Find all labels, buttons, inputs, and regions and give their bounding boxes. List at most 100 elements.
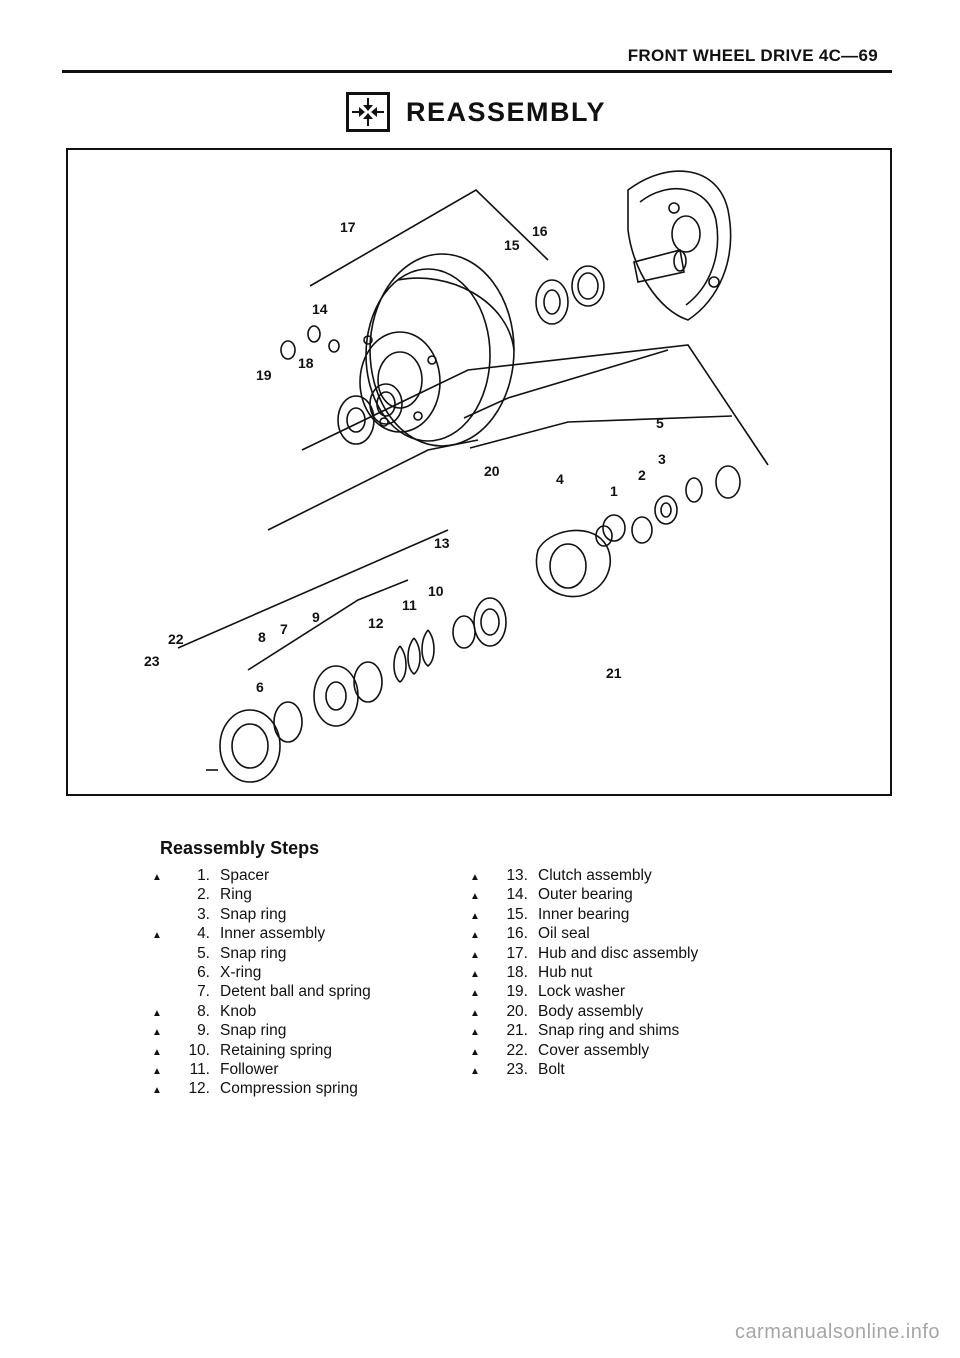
step-item: ▲ 9. Snap ring [152, 1021, 371, 1040]
step-number: 9. [197, 1022, 210, 1040]
step-marker-icon: ▲ [470, 872, 480, 883]
step-item: ▲ 20. Body assembly [470, 1002, 698, 1021]
step-item: 7.Detent ball and spring [152, 982, 371, 1001]
step-number: 2. [197, 886, 210, 904]
step-number: 11. [189, 1060, 210, 1078]
step-item: ▲11.Follower [152, 1060, 371, 1079]
callout-14: 14 [312, 301, 328, 317]
step-marker-icon: ▲ [470, 910, 480, 922]
steps-list-right: ▲ 13. Clutch assembly ▲ 14. Outer bearing▲15.… [470, 866, 698, 1079]
callout-7: 7 [280, 621, 288, 637]
step-item: 5.Snap ring [152, 944, 371, 963]
step-label: Bolt [538, 1060, 565, 1078]
step-label: Snap ring and shims [538, 1022, 680, 1040]
watermark: carmanualsonline.info [734, 1321, 940, 1343]
step-label: Spacer [220, 867, 270, 884]
exploded-view-figure: 1 2 3 4 5 6 7 8 9 10 11 12 13 14 15 16 1… [66, 148, 892, 796]
step-marker-icon: ▲ [152, 930, 162, 942]
step-label: Compression spring [220, 1080, 358, 1098]
callout-2: 2 [638, 467, 646, 483]
step-label: Snap ring [220, 905, 287, 923]
step-item: ▲ 1. Spacer [152, 866, 371, 885]
step-label: Clutch assembly [538, 867, 652, 884]
step-label: Inner assembly [220, 925, 326, 943]
callout-15: 15 [504, 237, 520, 253]
step-number: 18. [506, 963, 528, 981]
callout-23: 23 [144, 653, 160, 669]
step-item: ▲ 12. Compression spring [152, 1079, 371, 1098]
callout-1: 1 [610, 483, 618, 499]
step-marker-icon: ▲ [470, 1007, 480, 1019]
step-item: 6.X-ring [152, 963, 371, 982]
step-label: Outer bearing [538, 886, 633, 904]
callout-5: 5 [656, 415, 664, 431]
step-number: 21. [506, 1022, 528, 1040]
step-label: Snap ring [220, 1022, 287, 1040]
step-item: ▲ 18. Hub nut [470, 963, 698, 982]
step-marker-icon: ▲ [470, 988, 480, 1000]
step-number: 14. [506, 886, 528, 904]
callout-22: 22 [168, 631, 184, 647]
step-marker-icon: ▲ [152, 1085, 162, 1097]
step-item: ▲23.Bolt [470, 1060, 698, 1079]
callout-16: 16 [532, 223, 548, 239]
callout-13: 13 [434, 535, 450, 551]
step-marker-icon: ▲ [470, 1027, 480, 1039]
step-number: 10. [188, 1041, 210, 1059]
step-marker-icon: ▲ [470, 930, 480, 942]
step-label: Detent ball and spring [220, 983, 371, 1001]
step-label: Oil seal [538, 925, 590, 943]
step-item: ▲ 13. Clutch assembly [470, 866, 698, 885]
step-marker-icon: ▲ [152, 872, 162, 883]
callout-11: 11 [402, 597, 417, 613]
step-marker-icon: ▲ [152, 1065, 162, 1077]
callout-17: 17 [340, 219, 356, 235]
step-label: Body assembly [538, 1002, 644, 1020]
section-title-label: REASSEMBLY [406, 96, 607, 127]
step-marker-icon: ▲ [470, 968, 480, 980]
callout-12: 12 [368, 615, 384, 631]
step-number: 1. [197, 867, 210, 884]
step-marker-icon: ▲ [470, 949, 480, 961]
callout-9: 9 [312, 609, 320, 625]
step-number: 22. [506, 1041, 528, 1059]
steps-heading: Reassembly Steps [160, 838, 320, 858]
callout-20: 20 [484, 463, 500, 479]
step-item: ▲ 8. Knob [152, 1002, 371, 1021]
step-number: 5. [197, 944, 210, 962]
step-item: ▲ 16. Oil seal [470, 924, 698, 943]
exploded-view-drawing: 1 2 3 4 5 6 7 8 9 10 11 12 13 14 15 16 1… [144, 170, 769, 783]
step-label: Hub and disc assembly [538, 944, 699, 962]
step-item: ▲ 10. Retaining spring [152, 1041, 371, 1060]
step-number: 3. [197, 905, 210, 923]
step-label: Ring [220, 886, 252, 904]
callout-4: 4 [556, 471, 564, 487]
step-label: X-ring [220, 963, 262, 981]
page-header-title: FRONT WHEEL DRIVE 4C—69 [627, 46, 878, 65]
step-label: Knob [220, 1002, 257, 1020]
step-item: ▲15.Inner bearing [470, 905, 698, 924]
step-marker-icon: ▲ [152, 1046, 162, 1058]
step-item: ▲ 21. Snap ring and shims [470, 1021, 698, 1040]
step-label: Inner bearing [538, 905, 630, 923]
step-label: Retaining spring [220, 1041, 333, 1059]
step-item: 3. Snap ring [152, 905, 371, 924]
step-number: 20. [506, 1002, 528, 1020]
step-number: 8. [197, 1002, 210, 1020]
step-marker-icon: ▲ [470, 891, 480, 903]
step-item: ▲22.Cover assembly [470, 1041, 698, 1060]
reassembly-arrows-icon [346, 92, 390, 132]
step-marker-icon: ▲ [152, 1007, 162, 1019]
callout-18: 18 [298, 355, 314, 371]
callout-21: 21 [606, 665, 622, 681]
step-number: 16. [506, 925, 528, 943]
step-number: 12. [188, 1080, 210, 1098]
step-number: 13. [506, 867, 528, 884]
step-label: Hub nut [538, 963, 593, 981]
step-marker-icon: ▲ [470, 1046, 480, 1058]
callout-8: 8 [258, 629, 266, 645]
header-rule [62, 70, 892, 73]
step-number: 19. [506, 983, 528, 1001]
step-marker-icon: ▲ [152, 1027, 162, 1039]
step-number: 17. [506, 944, 528, 962]
